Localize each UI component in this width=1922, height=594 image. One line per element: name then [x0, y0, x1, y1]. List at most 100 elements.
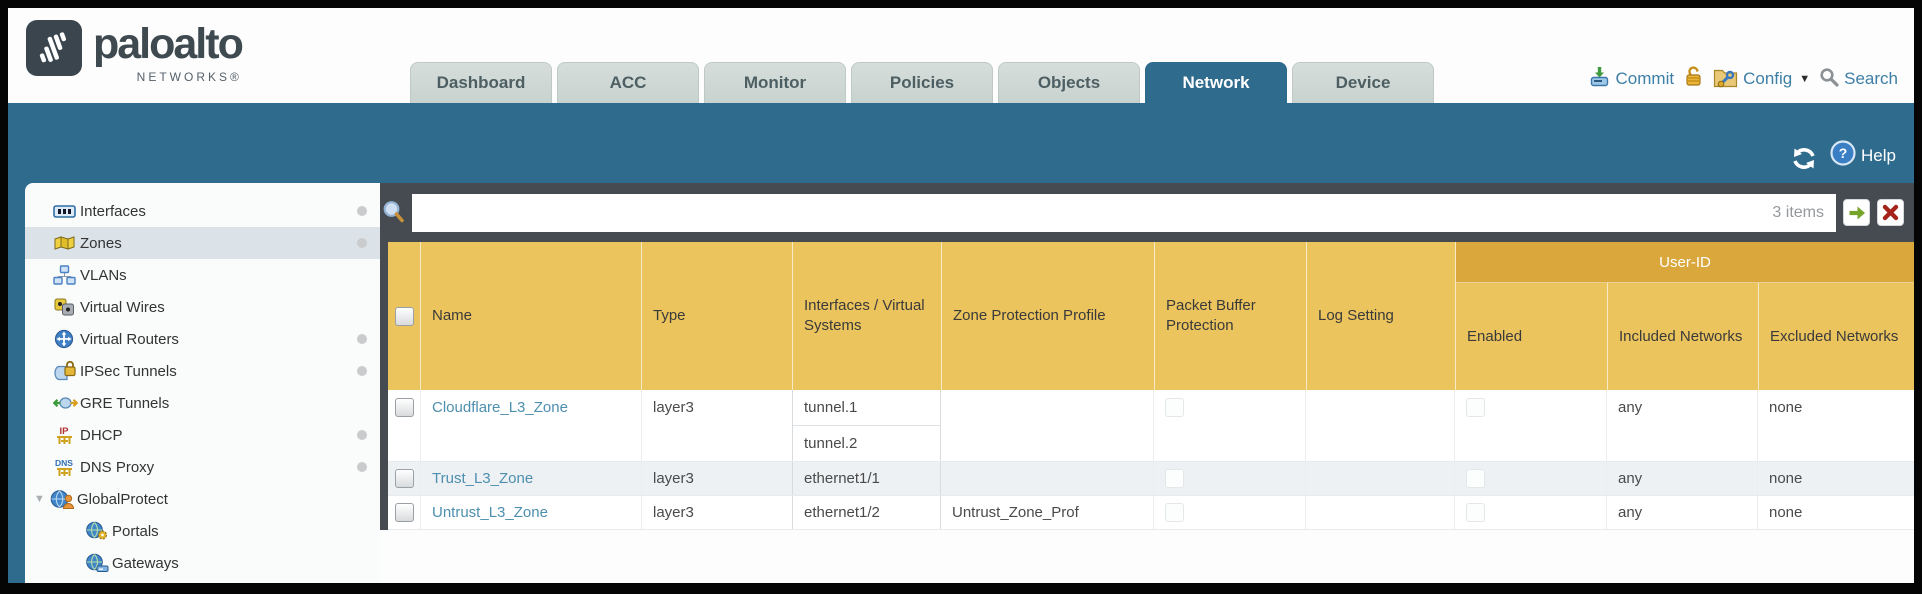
included-networks-cell: any — [1607, 496, 1758, 529]
status-dot — [357, 366, 367, 376]
row-checkbox[interactable] — [395, 502, 414, 522]
column-header-enabled[interactable]: Enabled — [1456, 283, 1608, 390]
paloalto-logo-icon — [26, 20, 82, 81]
zone-name-link[interactable]: Trust_L3_Zone — [432, 470, 534, 487]
user-id-enabled-cell — [1455, 390, 1607, 461]
virtual-wires-icon — [53, 297, 80, 317]
status-dot — [357, 334, 367, 344]
sidebar-item-ipsec-tunnels[interactable]: IPSec Tunnels — [25, 355, 380, 387]
row-checkbox[interactable] — [395, 468, 414, 488]
packet-buffer-checkbox — [1165, 397, 1184, 417]
row-select-cell — [388, 390, 421, 461]
log-setting-cell — [1306, 390, 1455, 461]
zone-type-cell: layer3 — [642, 496, 793, 529]
column-header-type[interactable]: Type — [642, 242, 793, 390]
column-header-excluded-networks[interactable]: Excluded Networks — [1770, 327, 1899, 345]
sidebar-item-label: GlobalProtect — [77, 490, 168, 508]
page-toolbar: ? Help — [8, 103, 1914, 183]
log-setting-cell — [1306, 462, 1455, 495]
column-header-included-networks[interactable]: Included Networks — [1608, 283, 1759, 390]
sidebar-item-label: GRE Tunnels — [80, 394, 170, 412]
sidebar-item-interfaces[interactable]: Interfaces — [25, 195, 380, 227]
excluded-networks-cell: none — [1769, 470, 1803, 487]
tab-device[interactable]: Device — [1292, 62, 1434, 103]
lock-icon[interactable] — [1683, 65, 1704, 93]
commit-icon — [1588, 65, 1611, 93]
column-header-log-setting[interactable]: Log Setting — [1307, 242, 1456, 390]
header-actions: Commit — [1588, 65, 1898, 93]
tab-dashboard[interactable]: Dashboard — [410, 62, 552, 103]
tab-monitor[interactable]: Monitor — [704, 62, 846, 103]
status-dot — [357, 206, 367, 216]
tab-network[interactable]: Network — [1145, 62, 1287, 103]
sidebar-item-gateways[interactable]: Gateways — [25, 547, 380, 579]
sidebar-item-globalprotect[interactable]: ▼ GlobalProtect — [25, 483, 380, 515]
clear-filter-button[interactable] — [1877, 199, 1904, 226]
column-header-interfaces[interactable]: Interfaces / Virtual Systems — [793, 242, 942, 390]
filter-input[interactable] — [412, 193, 1773, 232]
packet-buffer-protection-cell — [1154, 496, 1306, 529]
refresh-icon[interactable] — [1790, 146, 1818, 171]
zone-name-link[interactable]: Cloudflare_L3_Zone — [432, 399, 568, 416]
sidebar-item-label: Interfaces — [80, 202, 146, 220]
zone-name-cell: Cloudflare_L3_Zone — [421, 390, 642, 461]
filter-search-icon — [382, 200, 405, 225]
filter-input-wrap: 3 items — [412, 193, 1836, 232]
sidebar-item-virtual-wires[interactable]: Virtual Wires — [25, 291, 380, 323]
virtual-routers-icon — [53, 329, 80, 349]
sidebar-item-portals[interactable]: Portals — [25, 515, 380, 547]
zone-name-cell: Untrust_L3_Zone — [421, 496, 642, 529]
column-header-select[interactable] — [388, 242, 421, 390]
global-search[interactable]: Search — [1819, 67, 1898, 92]
sidebar-item-label: Gateways — [112, 554, 179, 572]
tab-acc[interactable]: ACC — [557, 62, 699, 103]
zone-protection-profile-cell — [941, 390, 1154, 461]
table-empty-area — [380, 530, 1914, 583]
config-menu[interactable]: Config ▼ — [1713, 65, 1810, 93]
sidebar-item-label: IPSec Tunnels — [80, 362, 177, 380]
zone-name-cell: Trust_L3_Zone — [421, 462, 642, 495]
commit-button[interactable]: Commit — [1588, 65, 1674, 93]
interface-entry: tunnel.1 — [793, 390, 940, 426]
user-id-enabled-cell — [1455, 496, 1607, 529]
log-setting-cell — [1306, 496, 1455, 529]
svg-text:?: ? — [1839, 145, 1848, 161]
row-select-cell — [388, 496, 421, 529]
column-header-packet-buffer-protection[interactable]: Packet Buffer Protection — [1155, 242, 1307, 390]
expander-icon[interactable]: ▼ — [34, 493, 45, 505]
zone-name-link[interactable]: Untrust_L3_Zone — [432, 504, 548, 521]
brand-name: paloalto — [93, 20, 244, 68]
sidebar-item-gre-tunnels[interactable]: GRE Tunnels — [25, 387, 380, 419]
column-header-name[interactable]: Name — [421, 242, 642, 390]
help-button[interactable]: ? Help — [1830, 140, 1896, 171]
tab-objects[interactable]: Objects — [998, 62, 1140, 103]
packet-buffer-protection-cell — [1154, 462, 1306, 495]
user-id-enabled-checkbox — [1466, 468, 1485, 488]
paloalto-logo: paloalto NETWORKS® — [26, 20, 244, 84]
sidebar-item-label: Zones — [80, 234, 122, 252]
row-checkbox[interactable] — [395, 397, 414, 417]
svg-text:DNS: DNS — [55, 458, 73, 468]
apply-filter-button[interactable] — [1843, 199, 1870, 226]
sidebar-item-virtual-routers[interactable]: Virtual Routers — [25, 323, 380, 355]
tab-policies[interactable]: Policies — [851, 62, 993, 103]
sidebar-item-zones[interactable]: Zones — [25, 227, 380, 259]
svg-text:IP: IP — [60, 426, 70, 437]
select-all-checkbox[interactable] — [395, 306, 414, 326]
status-dot — [357, 430, 367, 440]
sidebar-item-label: Virtual Wires — [80, 298, 165, 316]
sidebar-item-vlans[interactable]: VLANs — [25, 259, 380, 291]
zone-protection-profile-cell — [941, 462, 1154, 495]
brand-subtitle: NETWORKS® — [136, 70, 242, 84]
column-header-zone-protection-profile[interactable]: Zone Protection Profile — [942, 242, 1155, 390]
ipsec-tunnels-icon — [53, 361, 80, 381]
